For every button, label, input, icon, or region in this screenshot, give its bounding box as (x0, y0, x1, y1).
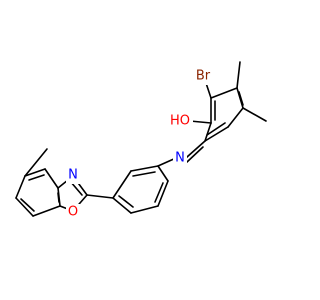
bond (236, 87, 244, 109)
structure-diagram: Br HO N N O (15, 61, 267, 221)
hydroxyl-group: HO (167, 112, 193, 130)
bond (24, 168, 46, 177)
bond (236, 61, 241, 89)
bond (15, 175, 26, 199)
bond (20, 198, 35, 212)
bond (28, 174, 45, 181)
bond (227, 107, 244, 128)
bond (15, 197, 34, 217)
imine-nitrogen-atom: N (173, 150, 187, 167)
atom-labels-layer: Br HO N N O (66, 67, 215, 221)
bond (204, 126, 229, 142)
bond (242, 107, 267, 122)
hydroxyl-group-label: HO (170, 114, 190, 129)
bond (112, 197, 132, 214)
bond (189, 120, 212, 124)
bond (157, 165, 169, 182)
bond (186, 146, 204, 163)
bonds-layer (15, 61, 267, 217)
bond (130, 165, 159, 172)
oxazole-nitrogen-atom: N (66, 167, 80, 184)
molecule-canvas: Br HO N N O (15, 61, 267, 221)
bond (154, 182, 164, 203)
oxazole-oxygen-atom: O (66, 204, 80, 221)
bond (132, 171, 156, 177)
bond (32, 205, 61, 217)
bond (204, 122, 212, 142)
bond (118, 195, 134, 208)
bond (210, 87, 238, 99)
bond (206, 122, 226, 136)
bromine-atom: Br (191, 67, 215, 85)
bond (112, 170, 132, 199)
bromine-atom-label: Br (196, 69, 211, 84)
bond (86, 194, 114, 199)
imine-nitrogen-label: N (175, 151, 185, 166)
bond (157, 180, 169, 207)
bond (238, 91, 244, 106)
bond (44, 168, 59, 189)
bond (130, 205, 159, 214)
bond (186, 140, 206, 158)
oxazole-oxygen-label: O (68, 205, 78, 220)
bond (57, 192, 60, 203)
bond (24, 148, 48, 177)
oxazole-nitrogen-label: N (68, 168, 78, 183)
